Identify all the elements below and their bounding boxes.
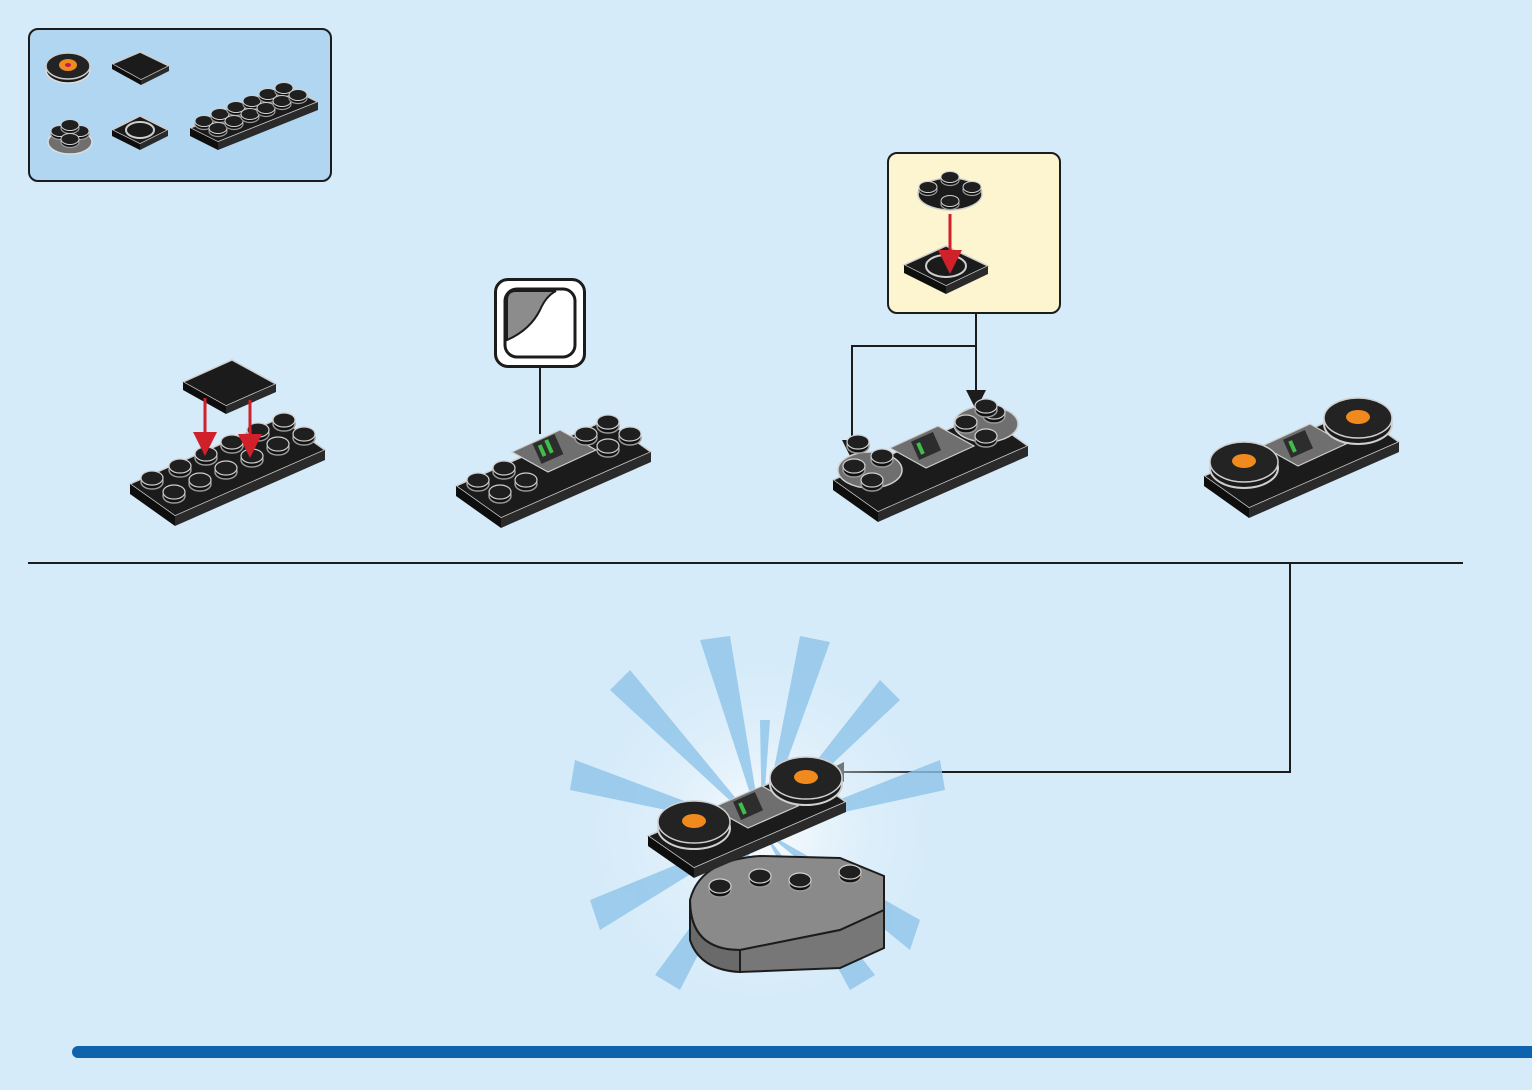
long-plate-icon [190, 83, 318, 151]
step-1-tile [183, 360, 276, 414]
round-plate-icon [48, 120, 92, 155]
flat-tile-icon [112, 52, 169, 85]
step-2-assembly [456, 415, 651, 528]
sticker-icon [505, 289, 575, 357]
record-tile-icon [46, 53, 90, 83]
step-4-assembly [1204, 398, 1399, 518]
turntable-base-icon [112, 116, 168, 150]
step-1-plate [130, 413, 325, 526]
turntable-subassembly [904, 172, 988, 295]
dj-booth-base [690, 856, 884, 972]
step-3-assembly [833, 399, 1028, 522]
